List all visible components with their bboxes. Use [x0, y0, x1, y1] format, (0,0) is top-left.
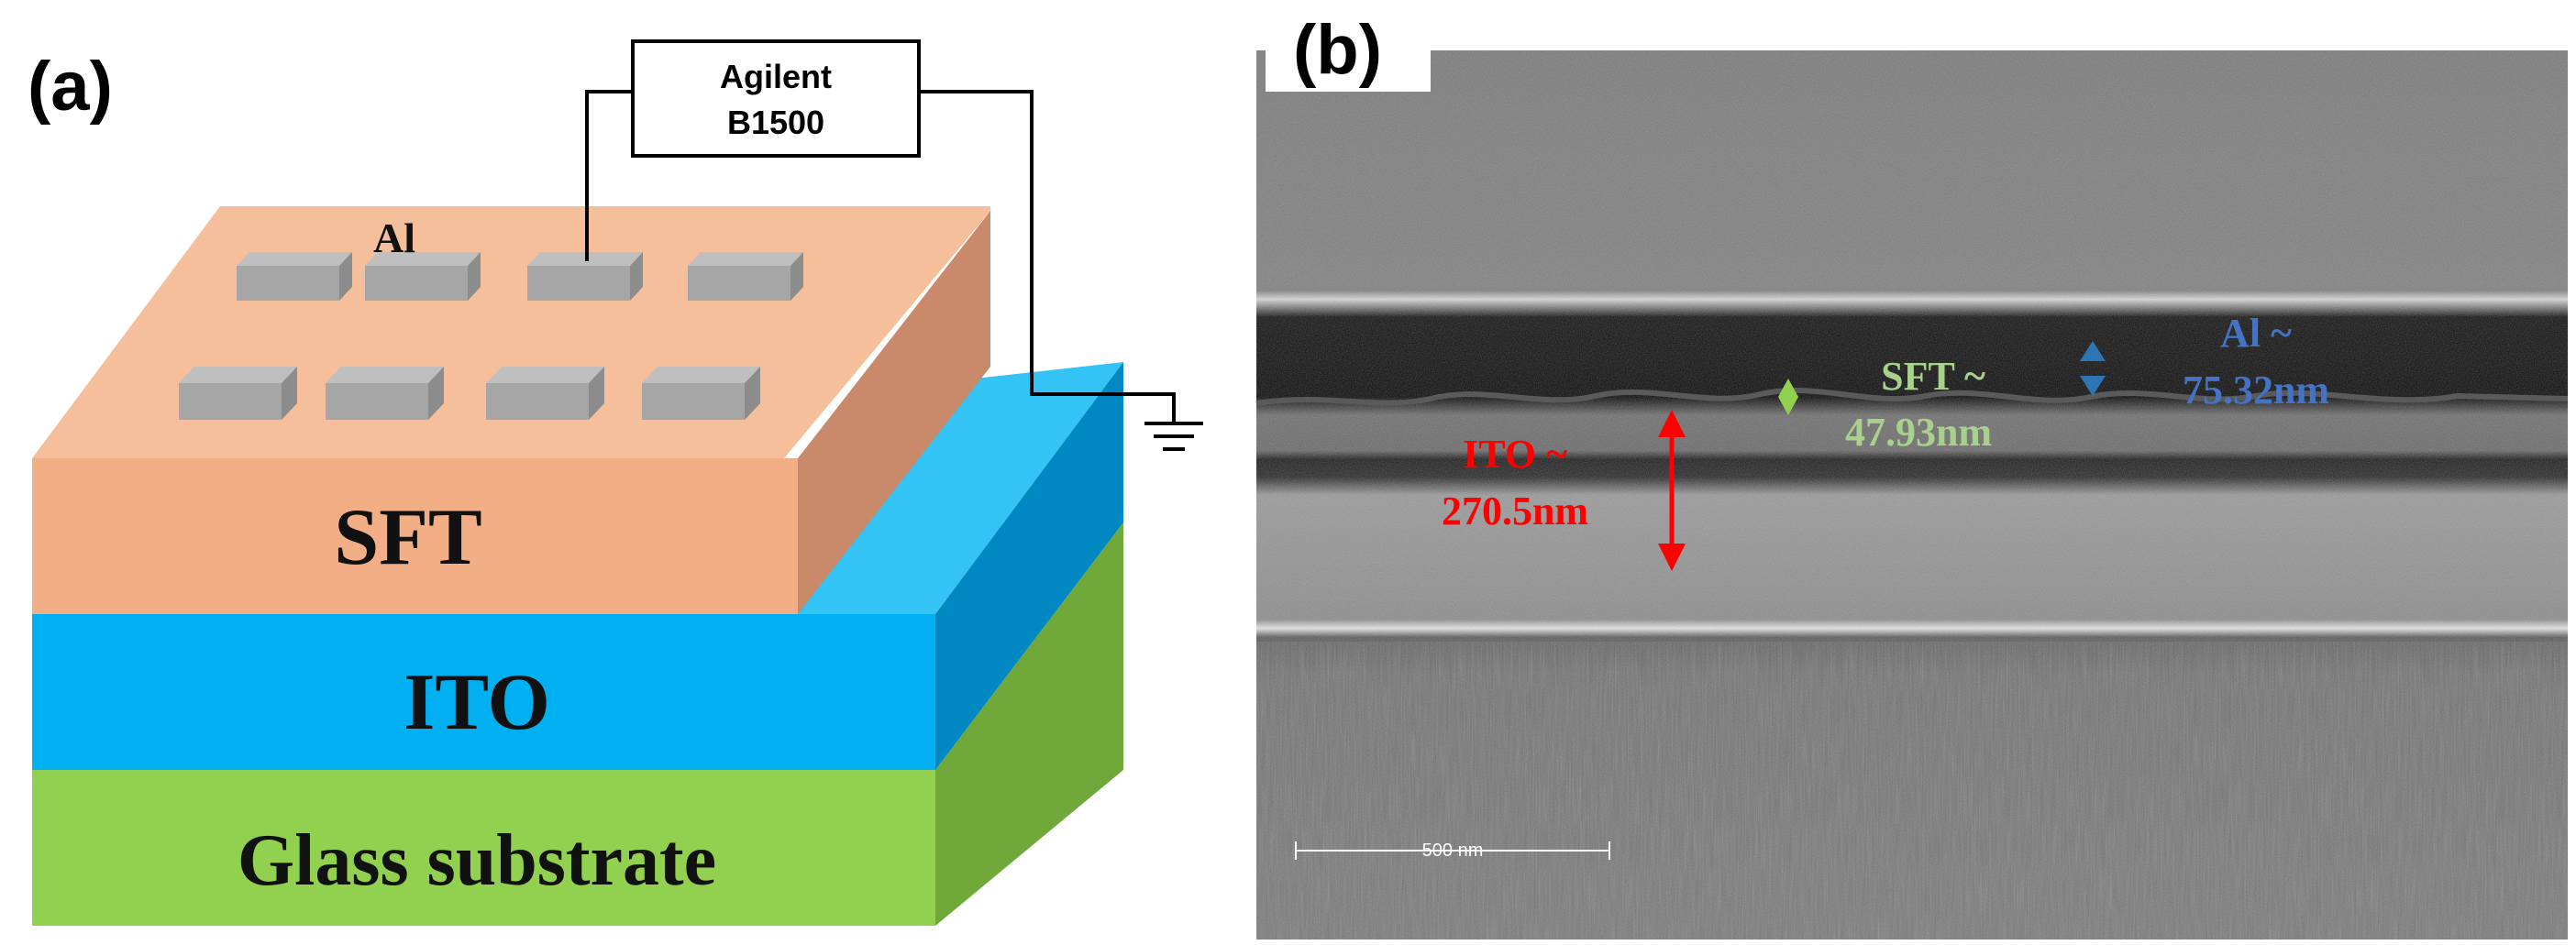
sft-thickness-arrow: [1778, 379, 1798, 415]
ground-wire: [919, 90, 1176, 422]
al-pad: [365, 252, 481, 301]
ito-front: [32, 614, 935, 770]
ito-thickness-label-line1: ITO ~: [1463, 432, 1567, 477]
scale-bar: [1295, 841, 1610, 860]
probe-wire: [585, 90, 631, 261]
al-pad: [326, 367, 444, 420]
ito-thickness-label-line2: 270.5nm: [1442, 489, 1588, 533]
al-thickness-label-line2: 75.32nm: [2183, 368, 2329, 412]
glass-substrate-layer: [32, 522, 1123, 926]
panel-a: (a) Al: [28, 39, 1203, 926]
al-thickness-arrow: [2080, 341, 2106, 396]
panel-b-label: (b): [1293, 11, 1382, 89]
scale-bar-label: 500 nm: [1422, 841, 1484, 861]
sem-cross-section-image: [1255, 50, 2569, 940]
al-pad: [486, 367, 604, 420]
al-pad: [642, 367, 760, 420]
sft-layer-label: SFT: [334, 493, 481, 582]
al-electrode-pads: [179, 252, 803, 420]
glass-substrate-side: [935, 522, 1123, 926]
sft-front: [32, 458, 798, 614]
ground-icon: [1144, 422, 1203, 451]
panel-b-label-background: [1266, 0, 1431, 92]
al-pad: [527, 252, 643, 301]
sft-thickness-label-line2: 47.93nm: [1845, 410, 1992, 455]
al-pad: [688, 252, 803, 301]
al-pad: [237, 252, 352, 301]
sft-rough-interface: [1255, 387, 2569, 406]
panel-a-label: (a): [28, 48, 113, 126]
measurement-wiring: [585, 90, 1176, 422]
instrument-name-line1: Agilent: [720, 58, 832, 95]
ito-layer-label: ITO: [404, 658, 550, 747]
glass-substrate-label: Glass substrate: [238, 820, 716, 901]
sft-thickness-label-line1: SFT ~: [1881, 354, 1985, 399]
sft-side: [798, 211, 990, 614]
glass-substrate-front: [32, 770, 935, 926]
al-electrode-label: Al: [373, 214, 415, 261]
instrument-box: Agilent B1500: [631, 39, 921, 158]
panel-b: (b) 500 nm ITO ~ 270.5nm SFT ~ 47.93nm A…: [1255, 0, 2569, 940]
al-pad: [179, 367, 297, 420]
al-thickness-label-line1: Al ~: [2220, 311, 2292, 356]
ito-side: [935, 362, 1123, 770]
instrument-name-line2: B1500: [727, 104, 824, 141]
